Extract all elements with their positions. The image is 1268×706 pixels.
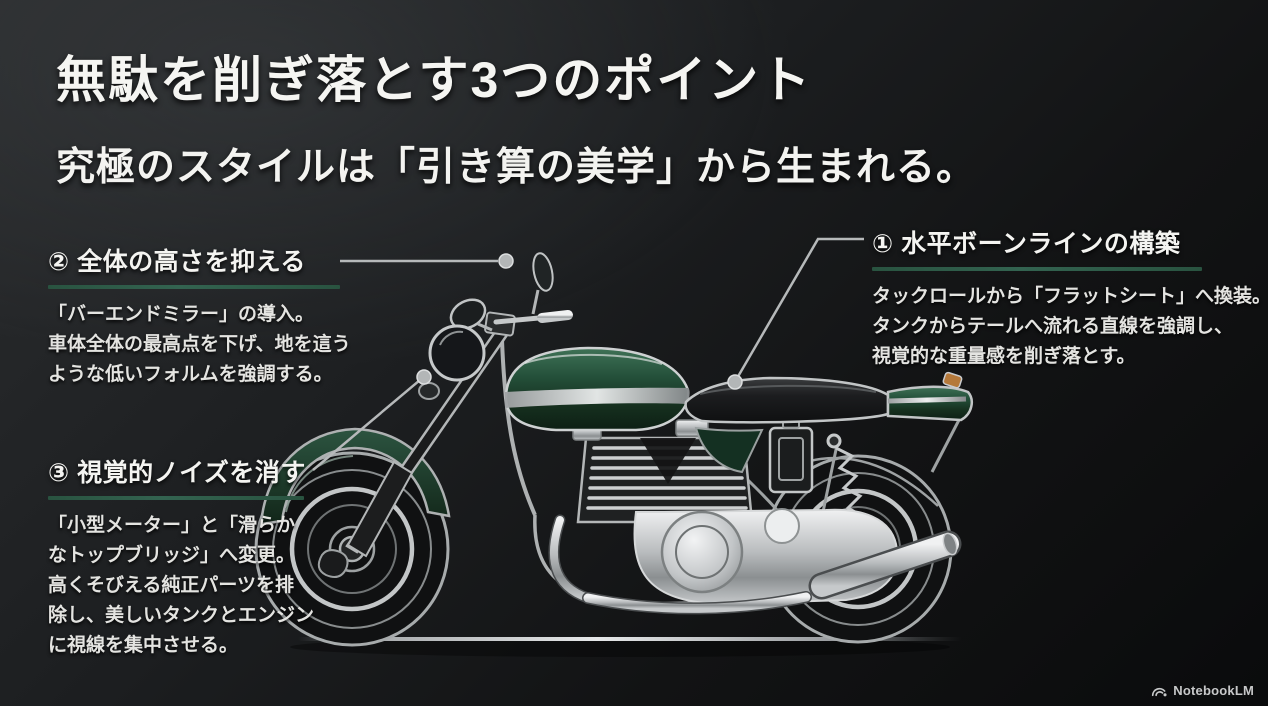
callout-lower-height: ② 全体の高さを抑える 「バーエンドミラー」の導入。 車体全体の最高点を下げ、地…: [48, 242, 378, 390]
callout-remove-visual-noise: ③ 視覚的ノイズを消す 「小型メーター」と「滑らか なトップブリッジ」へ変更。 …: [48, 453, 378, 661]
callout-2-underline: [48, 285, 340, 289]
callout-1-body-line: 視覚的な重量感を削ぎ落とす。: [872, 346, 1136, 367]
notebooklm-watermark: NotebookLM: [1151, 683, 1254, 698]
callout-3-underline: [48, 496, 304, 500]
callout-1-body-line: タンクからテールへ流れる直線を強調し、: [872, 316, 1234, 337]
callout-2-body-line: 「バーエンドミラー」の導入。: [48, 304, 315, 325]
page-subtitle: 究極のスタイルは「引き算の美学」から生まれる。: [56, 146, 977, 189]
callout-3-body-line: なトップブリッジ」へ変更。: [48, 545, 296, 566]
exhaust: [548, 514, 962, 615]
tail-signal: [942, 371, 963, 389]
callout-3-body: 「小型メーター」と「滑らか なトップブリッジ」へ変更。 高くそびえる純正パーツを…: [48, 511, 378, 661]
callout-2-heading: ② 全体の高さを抑える: [48, 248, 306, 276]
ground-line: [290, 637, 962, 657]
seat: [684, 376, 890, 424]
callout-connectors: [312, 237, 864, 471]
callout-3-body-line: 「小型メーター」と「滑らか: [48, 515, 296, 536]
front-fender: [259, 427, 451, 526]
callout-3-heading: ③ 視覚的ノイズを消す: [48, 459, 306, 487]
callout-1-body: タックロールから「フラットシート」へ換装。 タンクからテールへ流れる直線を強調し…: [872, 282, 1268, 372]
callout-2-body-line: 車体全体の最高点を下げ、地を這う: [48, 334, 351, 355]
connector-line-3: [312, 379, 421, 471]
callout-2-body: 「バーエンドミラー」の導入。 車体全体の最高点を下げ、地を這う ような低いフォル…: [48, 300, 378, 390]
callout-1-body-line: タックロールから「フラットシート」へ換装。: [872, 286, 1268, 307]
callout-dots: [416, 253, 743, 390]
callout-dot-1: [727, 374, 743, 390]
callout-horizontal-boneline: ① 水平ボーンラインの構築 タックロールから「フラットシート」へ換装。 タンクか…: [872, 224, 1268, 372]
notebooklm-logo-icon: [1152, 687, 1167, 696]
watermark-label: NotebookLM: [1173, 683, 1254, 698]
tail-cowl: [886, 371, 974, 422]
callout-dot-3: [416, 369, 432, 385]
connector-line-1: [734, 237, 864, 381]
callout-1-underline: [872, 267, 1202, 271]
side-cover: [694, 426, 764, 474]
handlebar-headlight: [418, 252, 573, 400]
callout-3-body-line: 高くそびえる純正パーツを排: [48, 575, 295, 596]
callout-dot-2: [498, 253, 514, 269]
callout-3-body-line: に視線を集中させる。: [48, 635, 239, 656]
callout-1-heading: ① 水平ボーンラインの構築: [872, 230, 1181, 258]
page-title: 無駄を削ぎ落とす3つのポイント: [56, 52, 813, 108]
callout-2-body-line: ような低いフォルムを強調する。: [48, 364, 333, 385]
engine: [572, 417, 899, 606]
callout-3-body-line: 除し、美しいタンクとエンジン: [48, 605, 315, 626]
fuel-tank: [504, 346, 690, 432]
